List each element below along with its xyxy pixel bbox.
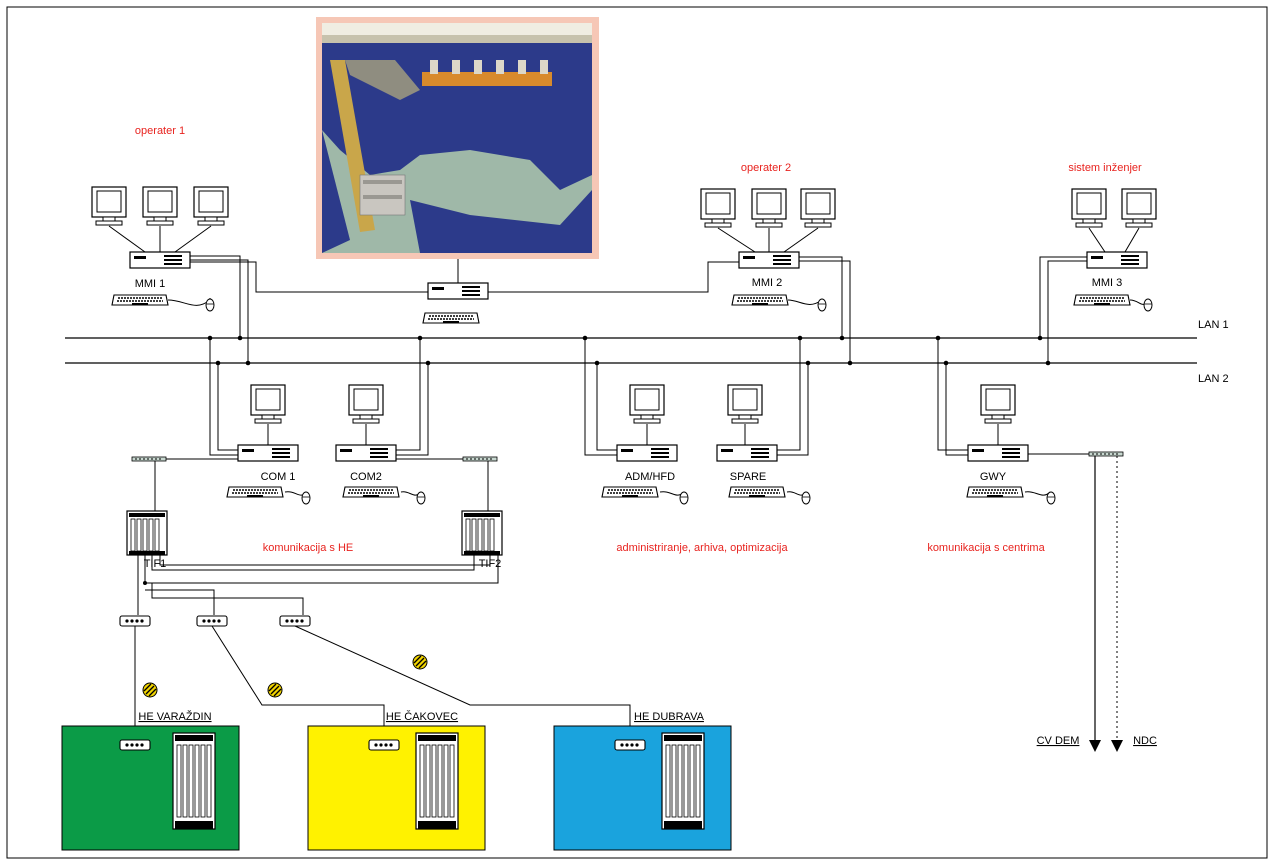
mmi1-monitor-1 xyxy=(91,186,127,226)
com2-keyboard xyxy=(342,486,400,498)
rack-cakovec xyxy=(415,732,459,830)
mmi2-mouse xyxy=(817,298,827,312)
radio-link-varazdin-icon xyxy=(142,682,158,698)
hub-gwy xyxy=(1088,451,1124,457)
mmi2-keyboard xyxy=(731,294,789,306)
scada-screen-image xyxy=(316,17,599,259)
mmi2-monitor-2 xyxy=(751,188,787,228)
adm-label: ADM/HFD xyxy=(625,471,675,483)
com2-mouse xyxy=(416,491,426,505)
tif2-rack xyxy=(461,510,503,556)
mmi2-workstation xyxy=(738,251,800,269)
com1-label: COM 1 xyxy=(261,471,296,483)
tif1-rack xyxy=(126,510,168,556)
hub-com1 xyxy=(131,456,167,462)
com1-keyboard xyxy=(226,486,284,498)
plant-dubrava-label: HE DUBRAVA xyxy=(634,711,705,723)
mmi3-monitor-2 xyxy=(1121,188,1157,228)
spare-label: SPARE xyxy=(730,471,766,483)
operator1-label: operater 1 xyxy=(135,125,185,137)
cv-dem-label: CV DEM xyxy=(1037,735,1080,747)
mmi2-monitor-3 xyxy=(800,188,836,228)
mmi1-monitor-3 xyxy=(193,186,229,226)
operator2-label: operater 2 xyxy=(741,162,791,174)
mmi1-monitor-2 xyxy=(142,186,178,226)
radio-link-dubrava-icon xyxy=(412,654,428,670)
mmi1-mouse xyxy=(205,298,215,312)
lan1-label: LAN 1 xyxy=(1198,319,1229,331)
gwy-keyboard xyxy=(966,486,1024,498)
centers-communication-label: komunikacija s centrima xyxy=(927,542,1045,554)
ndc-label: NDC xyxy=(1133,735,1157,747)
spare-keyboard xyxy=(728,486,786,498)
spare-workstation xyxy=(716,444,778,462)
he-communication-label: komunikacija s HE xyxy=(263,542,353,554)
mmi3-keyboard xyxy=(1073,294,1131,306)
hub-com2 xyxy=(462,456,498,462)
rack-dubrava xyxy=(661,732,705,830)
system-engineer-label: sistem inženjer xyxy=(1068,162,1142,174)
mmi1-keyboard xyxy=(111,294,169,306)
mmi3-workstation xyxy=(1086,251,1148,269)
mmi3-mouse xyxy=(1143,298,1153,312)
adm-keyboard xyxy=(601,486,659,498)
mmi1-workstation xyxy=(129,251,191,269)
rack-varazdin xyxy=(172,732,216,830)
central-keyboard xyxy=(422,312,480,324)
gwy-label: GWY xyxy=(980,471,1007,483)
central-workstation xyxy=(427,282,489,300)
com2-monitor xyxy=(348,384,384,424)
com2-label: COM2 xyxy=(350,471,382,483)
gwy-workstation xyxy=(967,444,1029,462)
spare-monitor xyxy=(727,384,763,424)
gwy-mouse xyxy=(1046,491,1056,505)
com1-mouse xyxy=(301,491,311,505)
modem-cakovec-plant xyxy=(368,739,400,751)
mmi3-label: MMI 3 xyxy=(1092,277,1123,289)
mmi2-monitor-1 xyxy=(700,188,736,228)
radio-link-cakovec-icon xyxy=(267,682,283,698)
plant-cakovec: HE ČAKOVEC xyxy=(307,710,486,851)
diagram-border xyxy=(6,6,1268,859)
spare-mouse xyxy=(801,491,811,505)
lan2-label: LAN 2 xyxy=(1198,373,1229,385)
modem-dubrava-plant xyxy=(614,739,646,751)
modem-cakovec-tif xyxy=(196,615,228,627)
tif1-label: TIF1 xyxy=(144,558,167,570)
mmi2-label: MMI 2 xyxy=(752,277,783,289)
modem-varazdin-tif xyxy=(119,615,151,627)
plant-varazdin-label: HE VARAŽDIN xyxy=(138,710,211,723)
plant-cakovec-label: HE ČAKOVEC xyxy=(386,710,458,723)
plant-varazdin: HE VARAŽDIN xyxy=(61,710,240,851)
mmi1-label: MMI 1 xyxy=(135,278,166,290)
adm-mouse xyxy=(679,491,689,505)
modem-varazdin-plant xyxy=(119,739,151,751)
com2-workstation xyxy=(335,444,397,462)
gwy-monitor xyxy=(980,384,1016,424)
com1-workstation xyxy=(237,444,299,462)
admin-label: administriranje, arhiva, optimizacija xyxy=(616,542,788,554)
plant-dubrava: HE DUBRAVA xyxy=(553,711,732,851)
mmi3-monitor-1 xyxy=(1071,188,1107,228)
com1-monitor xyxy=(250,384,286,424)
modem-dubrava-tif xyxy=(279,615,311,627)
adm-workstation xyxy=(616,444,678,462)
adm-monitor xyxy=(629,384,665,424)
